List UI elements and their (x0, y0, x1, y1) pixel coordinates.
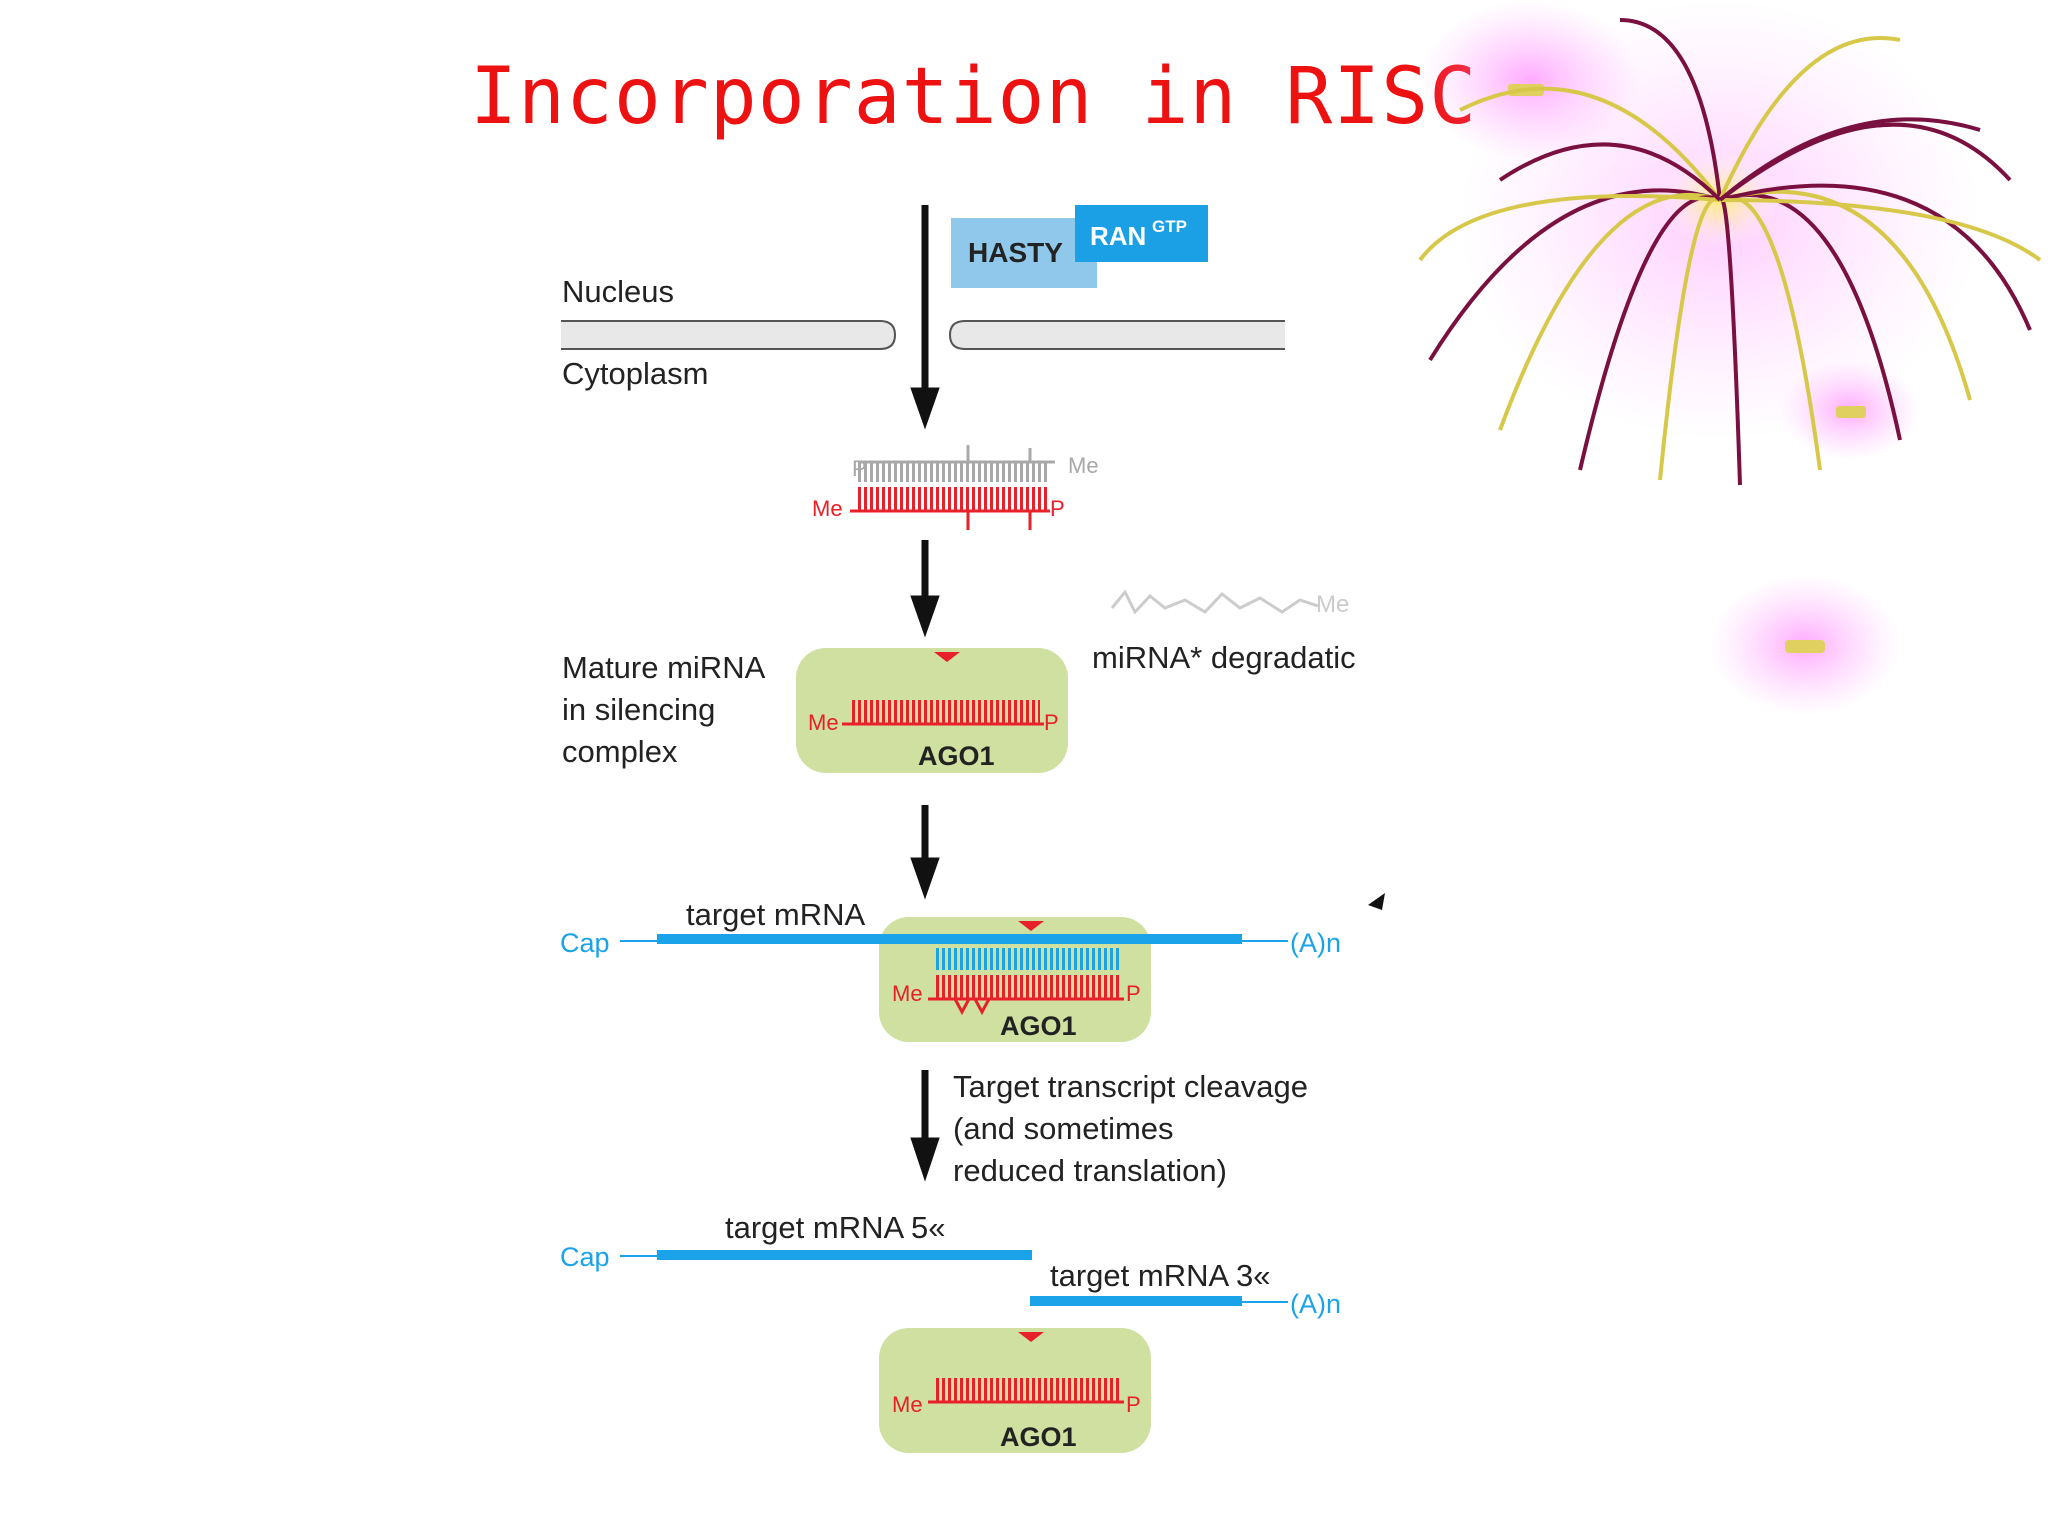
duplex-p-bottom: P (1050, 496, 1065, 521)
slide-title: Incorporation in RISC (470, 52, 1478, 142)
cap-label-bound: Cap (560, 928, 610, 958)
duplex-me-top: Me (1068, 453, 1099, 478)
recycled-me-label: Me (892, 1392, 923, 1417)
bound-p-label: P (1126, 981, 1141, 1006)
mirna-star-degraded: Me (1110, 589, 1349, 618)
cleavage-line1: Target transcript cleavage (953, 1069, 1308, 1104)
mature-ago-label: AGO1 (918, 741, 995, 771)
mature-me-label: Me (808, 710, 839, 735)
fragment-three-label: target mRNA 3« (1050, 1258, 1271, 1293)
star-me-label: Me (1316, 591, 1349, 618)
guide-strand-teeth (858, 487, 1048, 511)
ago1-complex-recycled: Me P AGO1 (879, 1328, 1151, 1453)
cleavage-line2: (and sometimes (953, 1111, 1174, 1146)
firework-icon (1418, 0, 2042, 486)
nuclear-membrane (561, 320, 1285, 350)
recycled-ago-label: AGO1 (1000, 1422, 1077, 1452)
mirna-star-degradation-label: miRNA* degradatic (1092, 640, 1356, 675)
cap-label-fragment: Cap (560, 1242, 610, 1272)
target-mrna-label: target mRNA (686, 897, 865, 932)
mature-label-line3: complex (562, 734, 678, 769)
fragment-three-strand (1030, 1296, 1288, 1306)
passenger-strand-teeth (858, 462, 1048, 482)
mature-label-line1: Mature miRNA (562, 650, 766, 685)
polya-label-fragment: (A)n (1290, 1289, 1341, 1319)
ago1-complex-mature: Me P AGO1 (796, 648, 1068, 773)
hasty-ran-complex: HASTY RAN GTP (951, 205, 1208, 288)
flow-arrows (910, 205, 940, 1182)
ran-label: RAN (1090, 221, 1146, 251)
ago1-complex-bound: Me P AGO1 (879, 917, 1151, 1042)
recycled-p-label: P (1126, 1392, 1141, 1417)
nucleus-label: Nucleus (562, 274, 674, 309)
bound-ago-label: AGO1 (1000, 1011, 1077, 1041)
mirna-duplex (850, 445, 1055, 530)
cleavage-line3: reduced translation) (953, 1153, 1227, 1188)
bound-me-label: Me (892, 981, 923, 1006)
arrow-loading-head (910, 595, 940, 638)
polya-label-bound: (A)n (1290, 928, 1341, 958)
mature-label-line2: in silencing (562, 692, 715, 727)
ran-box (1075, 205, 1208, 262)
hasty-label: HASTY (968, 237, 1063, 268)
duplex-p-top: P (852, 456, 867, 481)
target-mrna-strand (620, 934, 1288, 944)
ran-gtp-label: GTP (1152, 217, 1187, 236)
hasty-box (951, 218, 1097, 288)
fragment-five-strand (620, 1250, 1032, 1260)
arrow-targeting-head (910, 857, 940, 900)
arrow-cleavage-head (910, 1137, 940, 1182)
fragment-five-label: target mRNA 5« (725, 1210, 946, 1245)
corner-marker (1368, 893, 1385, 910)
cytoplasm-label: Cytoplasm (562, 356, 708, 391)
sparkle-icon (1710, 575, 1900, 715)
arrow-export-head (910, 387, 940, 430)
mature-p-label: P (1044, 710, 1059, 735)
duplex-me-bottom: Me (812, 496, 843, 521)
